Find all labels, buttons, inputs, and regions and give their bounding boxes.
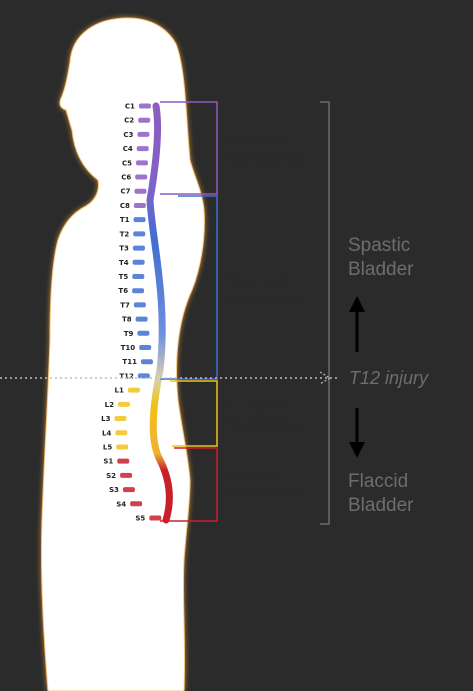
vertebra-t8 <box>136 317 148 322</box>
vertebra-t6 <box>132 288 144 293</box>
vertebra-t11 <box>141 359 153 364</box>
thoracic-label: Thoracic Vertebrae <box>227 272 306 308</box>
vertebra-s3 <box>123 487 135 492</box>
vertebra-label-t7: T7 <box>120 301 130 309</box>
vertebra-label-t2: T2 <box>120 230 130 238</box>
vertebra-s4 <box>130 501 142 506</box>
vertebra-t5 <box>132 274 144 279</box>
vertebra-label-s5: S5 <box>135 515 145 523</box>
vertebra-s5 <box>149 516 161 521</box>
vertebra-label-c7: C7 <box>120 188 130 196</box>
vertebra-label-s2: S2 <box>106 472 116 480</box>
vertebra-c8 <box>134 203 146 208</box>
vertebra-label-t9: T9 <box>124 330 134 338</box>
vertebra-t12 <box>138 373 150 378</box>
bladder-bracket <box>320 102 329 524</box>
vertebra-t1 <box>134 217 146 222</box>
vertebra-label-l3: L3 <box>101 415 110 423</box>
vertebra-label-t12: T12 <box>119 372 134 380</box>
vertebra-t3 <box>133 246 145 251</box>
vertebra-t10 <box>139 345 151 350</box>
vertebra-label-c1: C1 <box>125 103 135 111</box>
sacral-label: Sacral Vertebrae <box>227 466 306 502</box>
flaccid-bladder-label: Flaccid Bladder <box>348 470 414 518</box>
vertebra-l5 <box>116 444 128 449</box>
vertebra-label-t10: T10 <box>121 344 136 352</box>
vertebra-label-c6: C6 <box>121 174 131 182</box>
vertebra-label-c2: C2 <box>124 117 134 125</box>
arrow-up-icon <box>349 296 365 352</box>
vertebra-t2 <box>133 231 145 236</box>
vertebra-label-t1: T1 <box>120 216 130 224</box>
vertebra-label-l4: L4 <box>102 429 111 437</box>
spastic-bladder-label: Spastic Bladder <box>348 234 414 282</box>
vertebra-t9 <box>137 331 149 336</box>
vertebra-label-t5: T5 <box>119 273 129 281</box>
vertebra-c5 <box>136 160 148 165</box>
vertebra-c2 <box>138 118 150 123</box>
body-silhouette <box>41 18 204 691</box>
vertebra-label-c3: C3 <box>123 131 133 139</box>
vertebra-s2 <box>120 473 132 478</box>
vertebra-t4 <box>133 260 145 265</box>
vertebra-label-s4: S4 <box>116 500 126 508</box>
vertebra-c3 <box>137 132 149 137</box>
vertebra-t7 <box>134 302 146 307</box>
vertebra-label-c4: C4 <box>123 145 133 153</box>
vertebra-c1 <box>139 104 151 109</box>
vertebra-label-t4: T4 <box>119 259 129 267</box>
vertebra-label-t8: T8 <box>122 316 132 324</box>
vertebra-label-t3: T3 <box>119 245 129 253</box>
vertebra-l4 <box>115 430 127 435</box>
vertebra-label-c5: C5 <box>122 159 132 167</box>
vertebra-l3 <box>115 416 127 421</box>
vertebra-label-s3: S3 <box>109 486 119 494</box>
arrow-down-icon <box>349 408 365 458</box>
vertebra-c6 <box>135 175 147 180</box>
vertebra-l2 <box>118 402 130 407</box>
vertebra-label-l1: L1 <box>115 387 124 395</box>
vertebra-s1 <box>117 459 129 464</box>
vertebra-c7 <box>134 189 146 194</box>
vertebra-c4 <box>137 146 149 151</box>
lumbar-label: Lumbar Vertebrae <box>227 398 306 434</box>
vertebra-label-t6: T6 <box>118 287 128 295</box>
vertebra-label-s1: S1 <box>103 458 113 466</box>
vertebra-label-l5: L5 <box>103 443 112 451</box>
vertebra-label-l2: L2 <box>105 401 114 409</box>
vertebra-label-t11: T11 <box>122 358 137 366</box>
injury-label: T12 injury <box>349 368 428 389</box>
vertebra-label-c8: C8 <box>120 202 130 210</box>
vertebra-l1 <box>128 388 140 393</box>
cervical-label: Cervical Vertebrae <box>227 133 306 169</box>
